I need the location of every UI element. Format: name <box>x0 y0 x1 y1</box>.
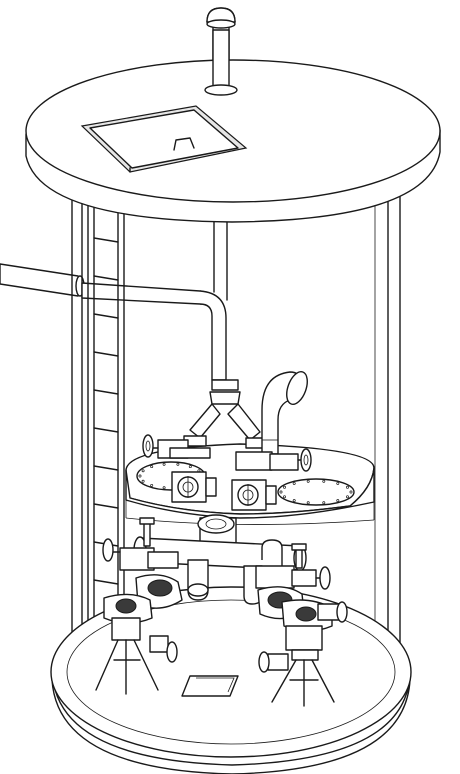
flange-bolt <box>346 485 349 489</box>
lower-right-pipe <box>243 539 283 605</box>
flange-bolt <box>346 495 349 499</box>
access-hatch <box>80 105 248 173</box>
flange-bolt <box>292 481 296 485</box>
check-valve-right <box>231 479 277 511</box>
flange-bolt <box>141 479 145 483</box>
flange-bolt <box>322 479 326 483</box>
flange-bolt <box>336 481 340 485</box>
ladder-rung <box>93 579 119 585</box>
flange-bolt <box>176 462 180 466</box>
shaft-walls <box>71 171 401 665</box>
pump-left <box>95 574 183 695</box>
ladder-rung <box>93 427 119 433</box>
ladder-rung <box>93 503 119 509</box>
inlet-internal-pipe <box>81 282 227 381</box>
flange-bolt <box>283 485 286 489</box>
ladder-rung <box>93 389 119 395</box>
flange-bolt <box>322 501 326 505</box>
flange-bolt <box>336 499 340 503</box>
ladder-rung <box>93 351 119 357</box>
vent-base <box>204 7 238 96</box>
upper-valve-right <box>235 448 312 472</box>
flange-bolt <box>141 469 145 473</box>
lower-valve-left <box>102 517 179 571</box>
flange-bolt <box>150 483 154 487</box>
flange-bolt <box>349 490 353 494</box>
discharge-manifold <box>183 379 269 449</box>
ladder-rung <box>93 313 119 319</box>
flange-bolt <box>292 499 296 503</box>
lower-left-pipe <box>187 559 209 601</box>
flange-bolt <box>306 479 310 483</box>
flange-bolt <box>306 501 310 505</box>
flange-bolt <box>188 465 192 469</box>
flange-bolt <box>162 486 166 490</box>
pump-right <box>257 586 348 707</box>
flange-bolt <box>150 465 154 469</box>
ladder-rung <box>93 237 119 243</box>
flange-bolt <box>162 462 166 466</box>
vent-elbow <box>261 371 308 455</box>
ladder-rung <box>93 465 119 471</box>
flange-bolt <box>138 474 142 478</box>
flange-bolt <box>283 495 286 499</box>
flange-bolt <box>279 490 283 494</box>
ladder-rung <box>93 275 119 281</box>
check-valve-left <box>171 471 217 503</box>
upper-valve-left <box>142 434 211 459</box>
lower-valve-right <box>255 543 331 590</box>
